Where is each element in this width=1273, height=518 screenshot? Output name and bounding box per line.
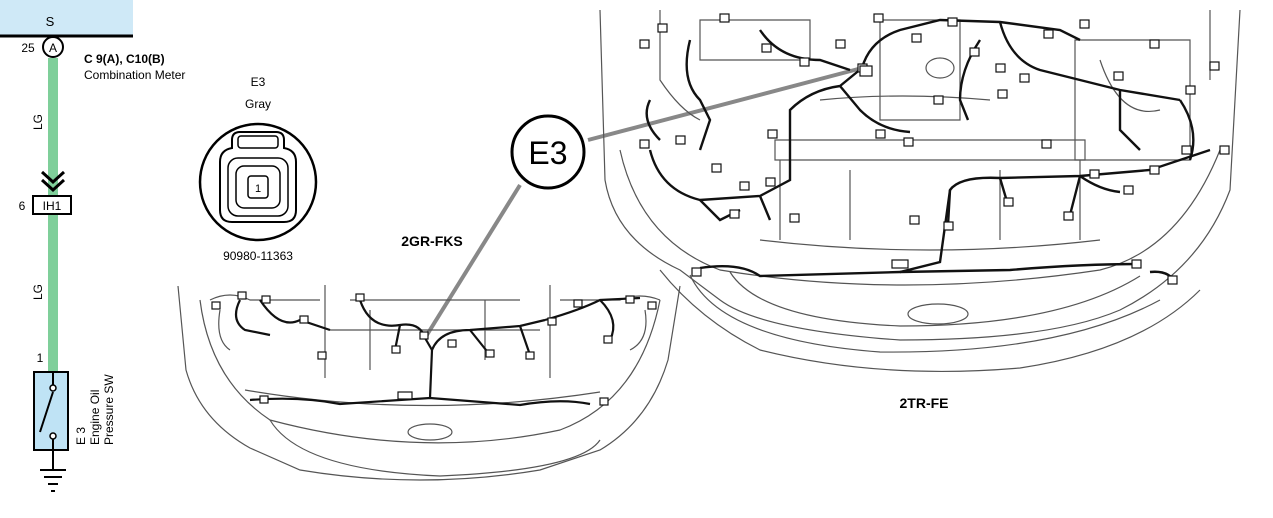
connector-pin-number: 1	[255, 183, 261, 195]
junction-label: IH1	[43, 199, 62, 213]
connectors-2gr	[211, 291, 657, 406]
ground-icon	[40, 469, 66, 492]
connectors-2tr	[639, 13, 1230, 285]
switch-name-line2: Pressure SW	[102, 374, 116, 445]
top-pin-number: 25	[21, 41, 35, 55]
harness-2tr	[645, 18, 1211, 285]
engine-label-2tr-fe: 2TR-FE	[900, 395, 949, 411]
engine-label-2gr-fks: 2GR-FKS	[401, 233, 462, 249]
connector-pin-cavity	[247, 175, 269, 199]
connector-code: E3	[251, 75, 266, 89]
connector-a-circle	[42, 36, 64, 58]
connector-face: E3 Gray 1 90980-11363	[198, 75, 318, 263]
switch-blade	[39, 391, 54, 433]
wire-upper	[48, 58, 58, 198]
connector-part-number: 90980-11363	[223, 249, 293, 263]
junction-pin: 6	[19, 199, 26, 213]
switch-contact-top	[49, 384, 57, 392]
engine-bay-2gr	[177, 285, 681, 481]
connector-latch	[237, 135, 279, 149]
callout-leader-left	[423, 183, 522, 340]
switch-code: E 3	[74, 427, 88, 445]
callout: E3	[423, 66, 863, 340]
callout-label: E3	[528, 135, 567, 171]
wire-color-upper: LG	[31, 114, 45, 130]
wire-lower	[48, 214, 58, 374]
engine-bay-2tr	[599, 9, 1241, 373]
callout-leader-right	[587, 66, 863, 142]
switch-contact-bottom	[49, 432, 57, 440]
callout-circle	[510, 114, 586, 190]
junction-box	[32, 195, 72, 215]
connector-a-letter: A	[49, 41, 57, 55]
meter-name: Combination Meter	[84, 68, 185, 82]
schematic: S A 25 C 9(A), C10(B) Combination Meter …	[0, 14, 185, 492]
wire-color-lower: LG	[31, 284, 45, 300]
header-band	[0, 0, 133, 36]
connector-color: Gray	[245, 97, 271, 111]
meter-connectors: C 9(A), C10(B)	[84, 52, 165, 66]
switch-name-line1: Engine Oil	[88, 390, 102, 445]
header-label: S	[46, 14, 55, 29]
switch-pin: 1	[37, 351, 44, 365]
junction-chevron-icon	[40, 170, 66, 193]
